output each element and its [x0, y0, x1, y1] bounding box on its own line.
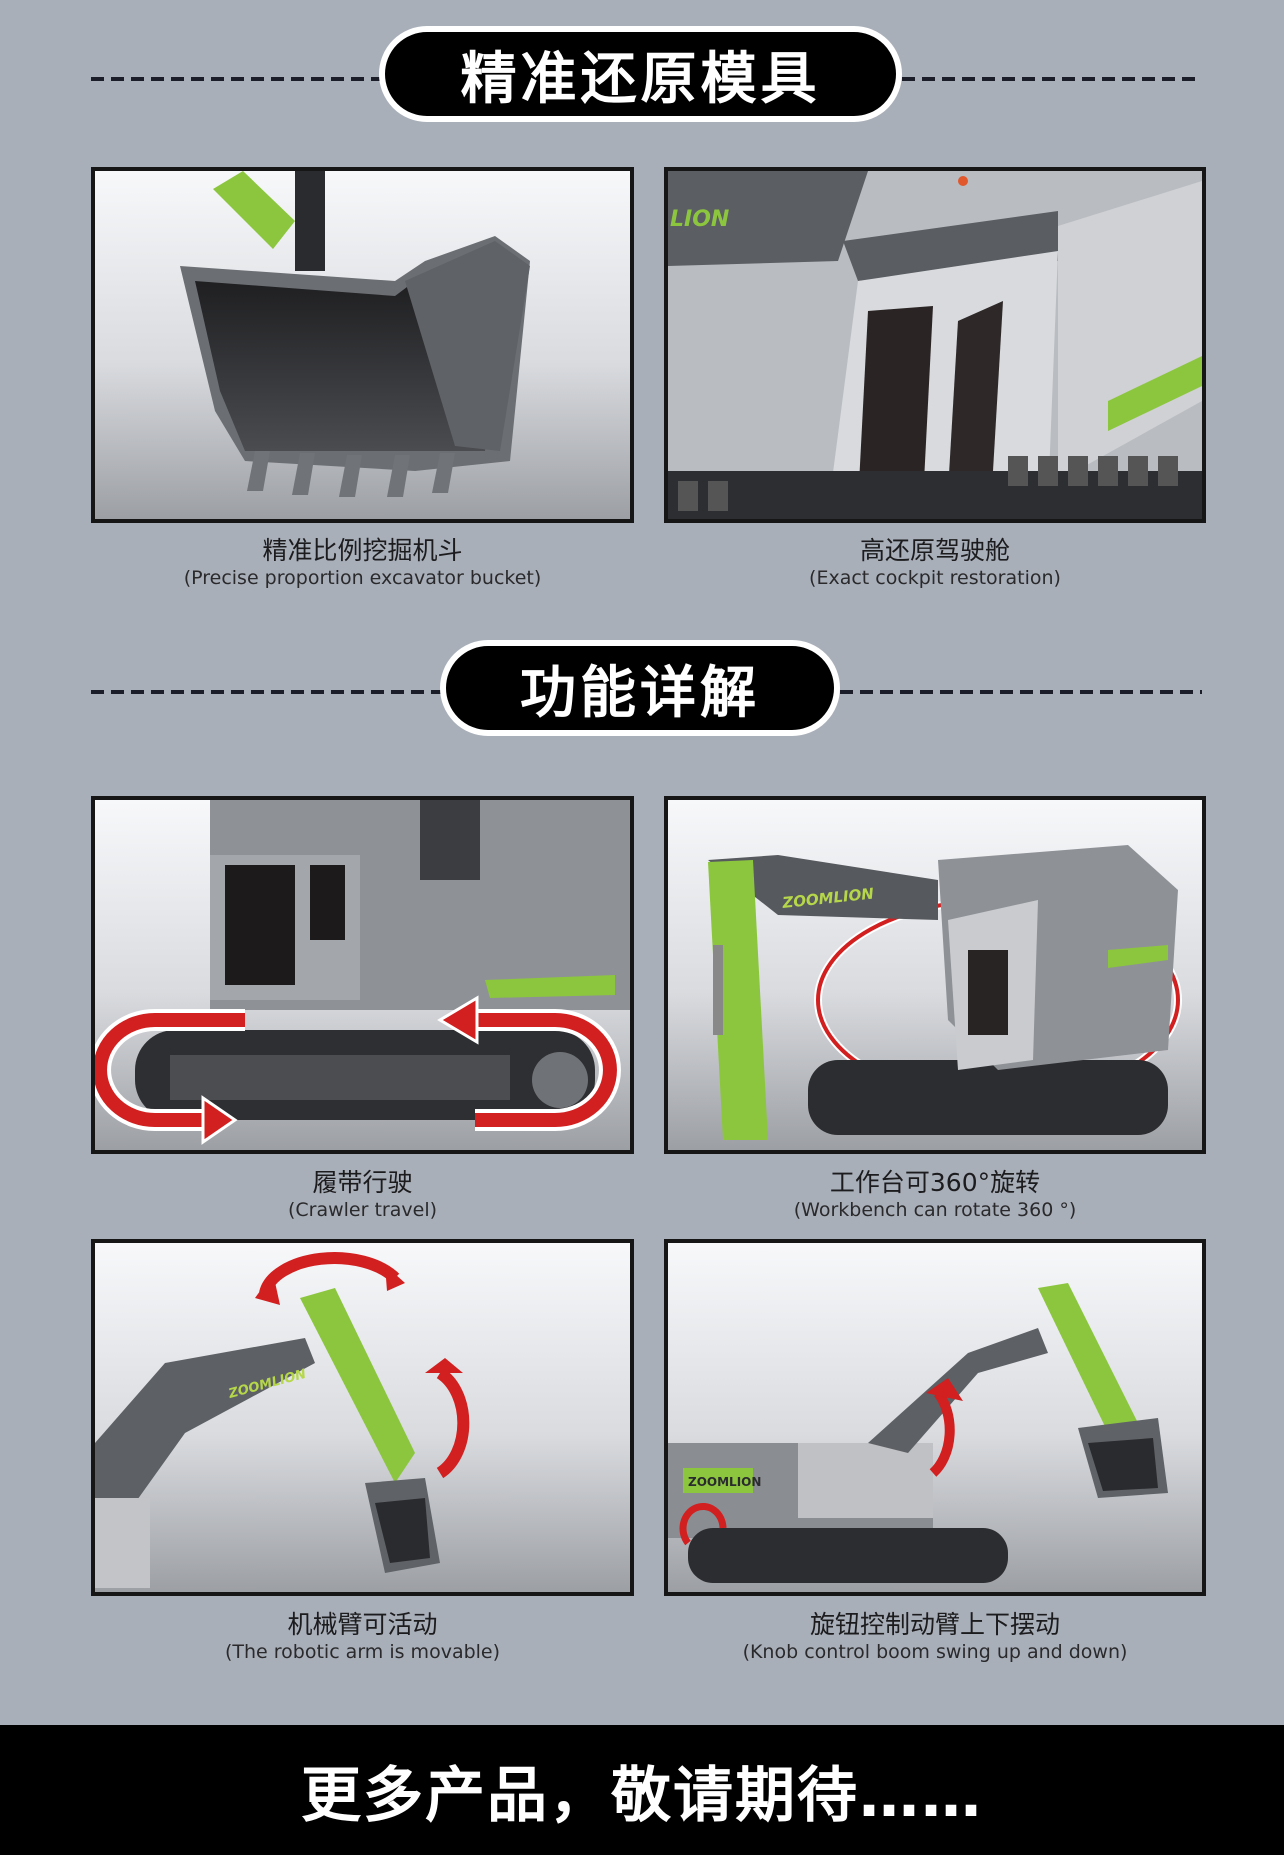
section-title-function-details: 功能详解	[440, 640, 840, 736]
caption-bucket: 精准比例挖掘机斗 (Precise proportion excavator b…	[91, 536, 634, 590]
caption-rotate: 工作台可360°旋转 (Workbench can rotate 360 °)	[664, 1168, 1206, 1222]
caption-cn: 机械臂可活动	[287, 1610, 438, 1639]
caption-en: (Exact cockpit restoration)	[809, 567, 1061, 589]
footer-banner: 更多产品，敬请期待……	[0, 1725, 1284, 1855]
divider-right	[840, 690, 1202, 694]
caption-en: (Crawler travel)	[287, 1199, 438, 1221]
caption-en: (Workbench can rotate 360 °)	[793, 1199, 1077, 1221]
robotic-arm-illustration: ZOOMLION	[95, 1252, 470, 1588]
knob-boom-illustration: ZOOMLION	[668, 1283, 1168, 1583]
image-panel-cockpit: LION	[664, 167, 1206, 523]
excavator-cockpit-illustration: LION	[668, 171, 1202, 519]
image-panel-crawler	[91, 796, 634, 1154]
caption-cn: 高还原驾驶舱	[859, 536, 1010, 565]
section-title-precise-mold: 精准还原模具	[379, 26, 902, 122]
rotate-360-illustration: ZOOMLION	[708, 845, 1182, 1140]
caption-crawler: 履带行驶 (Crawler travel)	[91, 1168, 634, 1222]
caption-cn: 履带行驶	[312, 1168, 413, 1197]
caption-en: (The robotic arm is movable)	[224, 1641, 501, 1663]
image-panel-rotate: ZOOMLION	[664, 796, 1206, 1154]
caption-boom: 旋钮控制动臂上下摆动 (Knob control boom swing up a…	[664, 1610, 1206, 1664]
brand-text: ZOOMLION	[688, 1475, 761, 1489]
caption-cn: 精准比例挖掘机斗	[262, 536, 463, 565]
caption-arm: 机械臂可活动 (The robotic arm is movable)	[91, 1610, 634, 1664]
caption-cockpit: 高还原驾驶舱 (Exact cockpit restoration)	[664, 536, 1206, 590]
caption-en: (Knob control boom swing up and down)	[742, 1641, 1128, 1663]
image-panel-arm: ZOOMLION	[91, 1239, 634, 1596]
caption-cn: 工作台可360°旋转	[829, 1168, 1041, 1197]
divider-left	[91, 690, 442, 694]
divider-left	[91, 77, 381, 81]
caption-cn: 旋钮控制动臂上下摆动	[809, 1610, 1060, 1639]
section-title-text: 精准还原模具	[460, 46, 821, 112]
caption-en: (Precise proportion excavator bucket)	[183, 567, 542, 589]
crawler-travel-illustration	[95, 800, 630, 1145]
image-panel-bucket	[91, 167, 634, 523]
image-panel-boom: ZOOMLION	[664, 1239, 1206, 1596]
excavator-bucket-illustration	[180, 171, 530, 497]
brand-text: LION	[670, 207, 729, 232]
footer-text: 更多产品，敬请期待……	[301, 1760, 983, 1831]
divider-right	[902, 77, 1202, 81]
section-title-text: 功能详解	[520, 660, 760, 726]
